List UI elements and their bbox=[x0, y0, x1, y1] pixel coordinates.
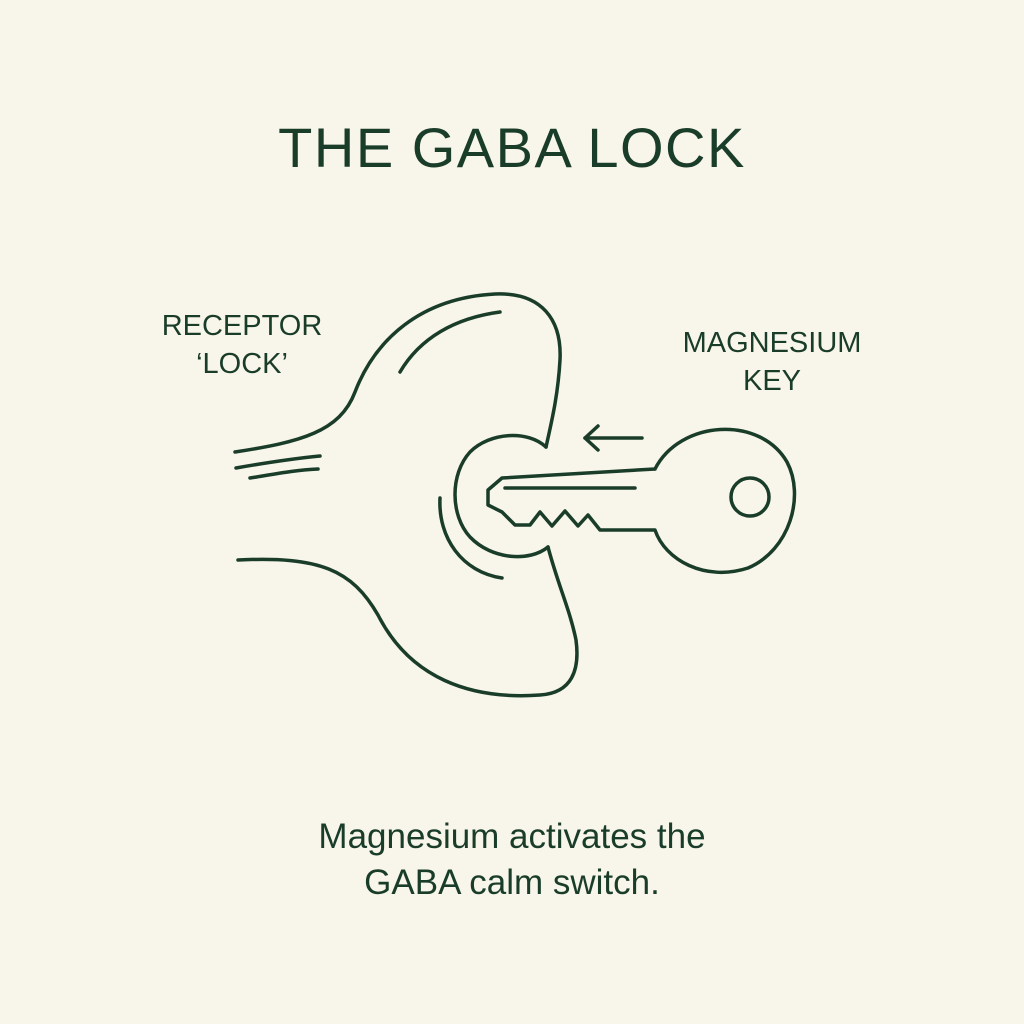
caption-line2: GABA calm switch. bbox=[364, 863, 660, 902]
receptor-label-line2: ‘LOCK’ bbox=[196, 348, 288, 380]
receptor-motion-line-2 bbox=[248, 467, 320, 480]
receptor-lock-label: RECEPTOR ‘LOCK’ bbox=[142, 307, 342, 383]
key-bow-hole bbox=[729, 476, 771, 518]
key-label-line1: MAGNESIUM bbox=[682, 327, 862, 359]
receptor-arc-mark bbox=[438, 496, 504, 580]
page-title: THE GABA LOCK bbox=[278, 116, 746, 179]
receptor-inner-highlight bbox=[398, 310, 502, 374]
receptor-outline-bottom bbox=[236, 545, 579, 698]
caption-line1: Magnesium activates the bbox=[318, 817, 706, 856]
magnesium-key-icon bbox=[486, 427, 797, 574]
receptor-keyhole bbox=[453, 433, 550, 559]
receptor-motion-line-1 bbox=[234, 454, 322, 470]
caption: Magnesium activates the GABA calm switch… bbox=[0, 814, 1024, 906]
receptor-outline-top bbox=[233, 292, 562, 454]
arrow-head bbox=[583, 424, 600, 452]
key-label-line2: KEY bbox=[742, 365, 802, 397]
magnesium-key-label: MAGNESIUM KEY bbox=[652, 324, 892, 400]
receptor-label-line1: RECEPTOR bbox=[161, 310, 323, 342]
key-outline bbox=[486, 427, 797, 574]
arrow-left-icon bbox=[583, 424, 644, 452]
receptor-lock-icon bbox=[233, 292, 579, 698]
